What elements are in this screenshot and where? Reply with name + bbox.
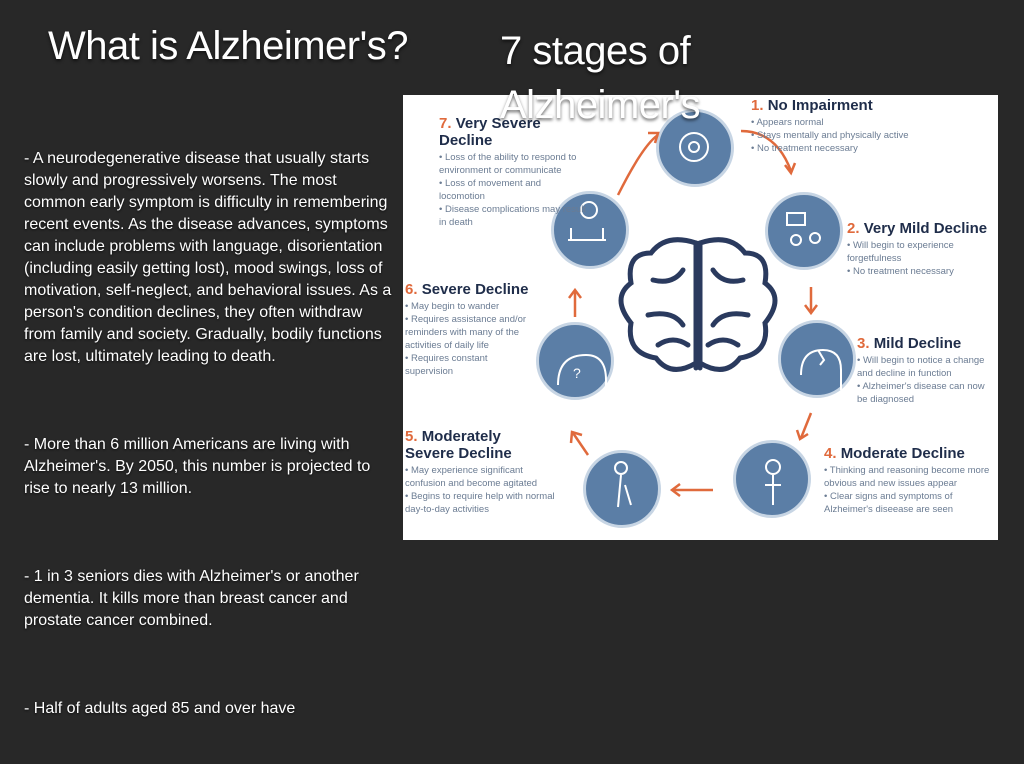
stage-1-title: No Impairment bbox=[767, 97, 873, 114]
stage-6: 6. Severe Decline May begin to wander Re… bbox=[405, 281, 533, 378]
stage-6-item: May begin to wander bbox=[405, 300, 533, 313]
paragraph-definition: - A neurodegenerative disease that usual… bbox=[24, 150, 396, 365]
stage-5-item: May experience significant confusion and… bbox=[405, 464, 565, 490]
stage-2: 2. Very Mild Decline Will begin to exper… bbox=[847, 220, 997, 278]
hospital-bed-icon bbox=[551, 191, 629, 269]
body-text: - A neurodegenerative disease that usual… bbox=[24, 104, 396, 764]
paragraph-age: - Half of adults aged 85 and over have bbox=[24, 700, 296, 717]
head-crack-icon bbox=[778, 320, 856, 398]
stage-2-item: No treatment necessary bbox=[847, 265, 997, 278]
paragraph-statistics: - More than 6 million Americans are livi… bbox=[24, 436, 375, 497]
brain-gear-icon bbox=[656, 109, 734, 187]
stage-7-item: Disease complications may result in deat… bbox=[439, 203, 589, 229]
stage-6-item: Requires assistance and/or reminders wit… bbox=[405, 313, 533, 352]
stage-3-item: Will begin to notice a change and declin… bbox=[857, 354, 997, 380]
stage-5-title-line1: Moderately bbox=[421, 428, 501, 445]
stage-4-title: Moderate Decline bbox=[840, 445, 965, 462]
stage-4-number: 4. bbox=[824, 445, 837, 462]
stage-5-number: 5. bbox=[405, 428, 418, 445]
stage-6-number: 6. bbox=[405, 281, 418, 298]
stage-7-number: 7. bbox=[439, 115, 452, 132]
stage-2-title: Very Mild Decline bbox=[863, 220, 988, 237]
stage-6-item: Requires constant supervision bbox=[405, 352, 533, 378]
stage-3-number: 3. bbox=[857, 335, 870, 352]
svg-text:?: ? bbox=[573, 365, 581, 381]
stage-4: 4. Moderate Decline Thinking and reasoni… bbox=[824, 445, 996, 516]
stage-5-item: Begins to require help with normal day-t… bbox=[405, 490, 565, 516]
stage-1-item: No treatment necessary bbox=[751, 142, 991, 155]
stage-5-title-line2: Severe Decline bbox=[405, 445, 512, 462]
stage-4-item: Clear signs and symptoms of Alzheimer's … bbox=[824, 490, 996, 516]
stage-7-item: Loss of the ability to respond to enviro… bbox=[439, 151, 589, 177]
stage-1-item: Appears normal bbox=[751, 116, 991, 129]
stage-3-item: Alzheimer's disease can now be diagnosed bbox=[857, 380, 997, 406]
stage-7: 7. Very Severe Decline Loss of the abili… bbox=[439, 115, 589, 229]
stage-4-item: Thinking and reasoning become more obvio… bbox=[824, 464, 996, 490]
stages-infographic: ? 1. No Impairment Appears normal Stays … bbox=[403, 95, 998, 540]
stage-3: 3. Mild Decline Will begin to notice a c… bbox=[857, 335, 997, 406]
arrows-and-brain: ? bbox=[557, 129, 842, 508]
stage-2-item: Will begin to experience forgetfulness bbox=[847, 239, 997, 265]
stage-7-item: Loss of movement and locomotion bbox=[439, 177, 589, 203]
stage-1-item: Stays mentally and physically active bbox=[751, 129, 991, 142]
people-chat-icon bbox=[765, 192, 843, 270]
stage-1: 1. No Impairment Appears normal Stays me… bbox=[751, 97, 991, 155]
stage-2-number: 2. bbox=[847, 220, 860, 237]
stage-5: 5. Moderately Severe Decline May experie… bbox=[405, 428, 565, 516]
stage-7-title: Very Severe Decline bbox=[439, 115, 541, 149]
slide-title-left: What is Alzheimer's? bbox=[48, 24, 408, 68]
slide-title-right: 7 stages of Alzheimer's bbox=[500, 29, 700, 127]
stage-6-title: Severe Decline bbox=[421, 281, 529, 298]
stage-3-title: Mild Decline bbox=[873, 335, 962, 352]
stage-1-number: 1. bbox=[751, 97, 764, 114]
